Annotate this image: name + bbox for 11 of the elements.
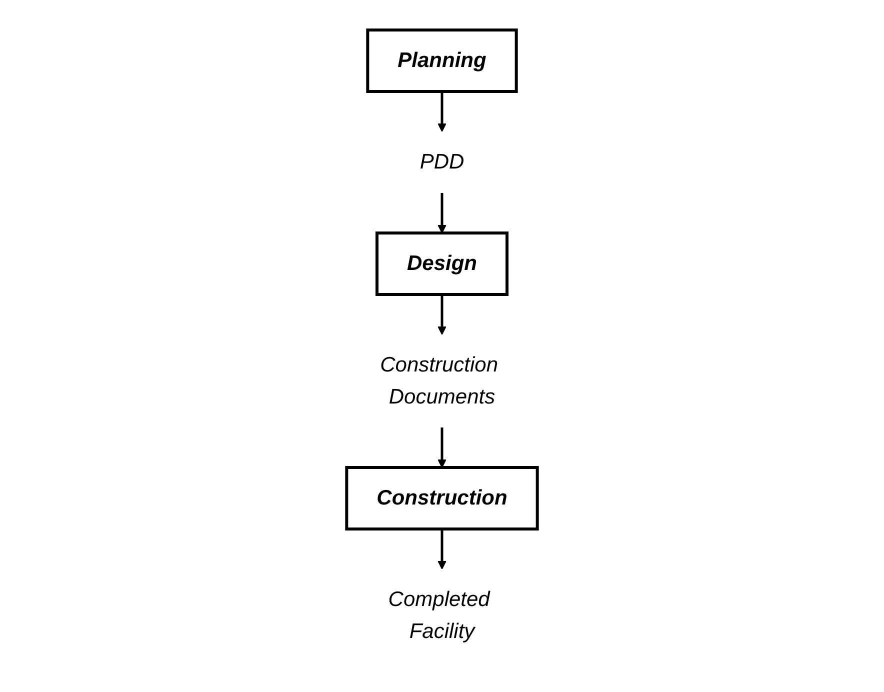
node-box: Design xyxy=(376,232,508,296)
arrow xyxy=(438,92,446,132)
arrow xyxy=(438,294,446,335)
arrow xyxy=(438,193,446,234)
arrow xyxy=(438,428,446,468)
arrow xyxy=(438,529,446,570)
node-text: Construction Documents xyxy=(380,354,498,408)
node-text: Completed Facility xyxy=(388,588,490,642)
node-box: Construction xyxy=(345,466,539,530)
node-box: Planning xyxy=(366,28,518,93)
node-text: PDD xyxy=(420,150,464,174)
